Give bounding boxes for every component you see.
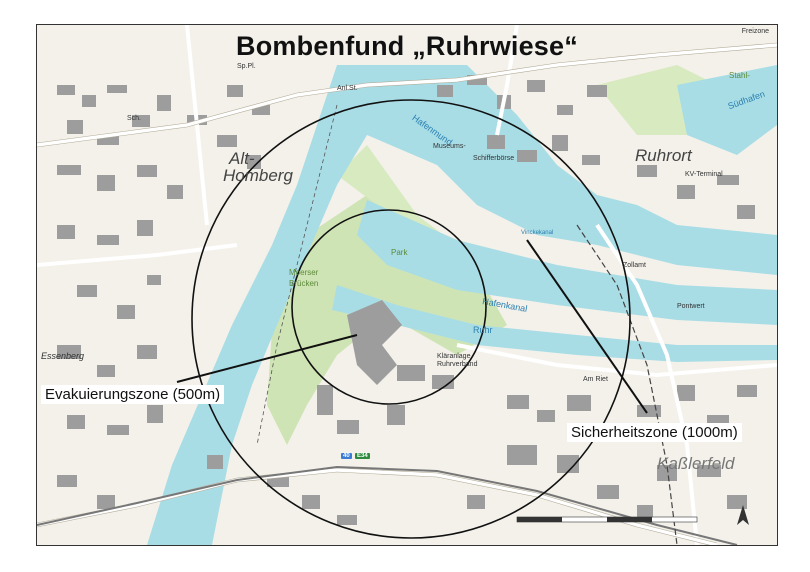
small-label-schifferboerse: Schifferbörse xyxy=(473,155,515,162)
road-badge-a40: 40 xyxy=(341,453,352,459)
place-alt-homberg-line2: Homberg xyxy=(223,166,293,185)
place-ruhrort: Ruhrort xyxy=(635,146,692,165)
place-alt-homberg-line1: Alt- xyxy=(229,149,255,168)
place-kasslerfeld: Kaßlerfeld xyxy=(657,454,735,473)
small-label-zollamt: Zollamt xyxy=(623,262,646,269)
security-zone-label: Sicherheitszone (1000m) xyxy=(567,423,742,442)
small-label-kv-terminal: KV-Terminal xyxy=(685,171,723,178)
corner-label-freizone: Freizone xyxy=(741,28,769,35)
small-label-museumsschiff: Museums- xyxy=(433,143,466,150)
green-label-moerser: Moerser xyxy=(289,268,319,277)
security-zone-circle xyxy=(191,99,631,539)
building-cluster-center xyxy=(317,300,454,434)
rhine-river xyxy=(147,65,447,545)
small-label-ruhrverband: Ruhrverband xyxy=(437,361,478,368)
green-strip xyxy=(337,145,457,245)
small-label-am-riet: Am Riet xyxy=(583,376,608,383)
evacuation-zone-circle xyxy=(291,209,487,405)
water-label-vinckekanal: Vinckekanal xyxy=(521,230,554,236)
small-label-klaeranlage: Kläranlage xyxy=(437,353,471,360)
hafenkanal-water xyxy=(357,200,777,325)
map-canvas[interactable] xyxy=(37,25,777,545)
small-label-anl-st: Anl.St. xyxy=(337,85,358,92)
railway xyxy=(576,224,678,545)
boundary-dash xyxy=(256,104,338,446)
north-arrow-icon xyxy=(737,505,749,525)
water-label-ruhr: Ruhr xyxy=(473,325,493,335)
building-cluster-ruhrort xyxy=(437,75,755,219)
road-badge-e34: E34 xyxy=(355,453,370,459)
evacuation-zone-label: Evakuierungszone (500m) xyxy=(41,385,225,404)
green-label-bruecken: Brücken xyxy=(289,279,319,288)
small-label-schule: Sch. xyxy=(127,115,142,122)
security-leader-line xyxy=(526,239,648,414)
map-title: Bombenfund „Ruhrwiese“ xyxy=(236,31,578,61)
ruhr-water xyxy=(332,285,777,362)
scale-bar xyxy=(516,516,698,523)
suedhafen-water xyxy=(677,65,777,155)
small-label-pontwert: Pontwert xyxy=(677,303,705,310)
green-label-stahl: Stahl- xyxy=(729,71,750,80)
place-essenberg: Essenberg xyxy=(41,351,85,361)
small-label-sportplatz: Sp.Pl. xyxy=(237,63,256,70)
evacuation-leader-line xyxy=(176,334,358,383)
map-frame[interactable]: Bombenfund „Ruhrwiese“ Freizone Alt- Hom… xyxy=(36,24,778,546)
green-label-park: Park xyxy=(391,248,408,257)
